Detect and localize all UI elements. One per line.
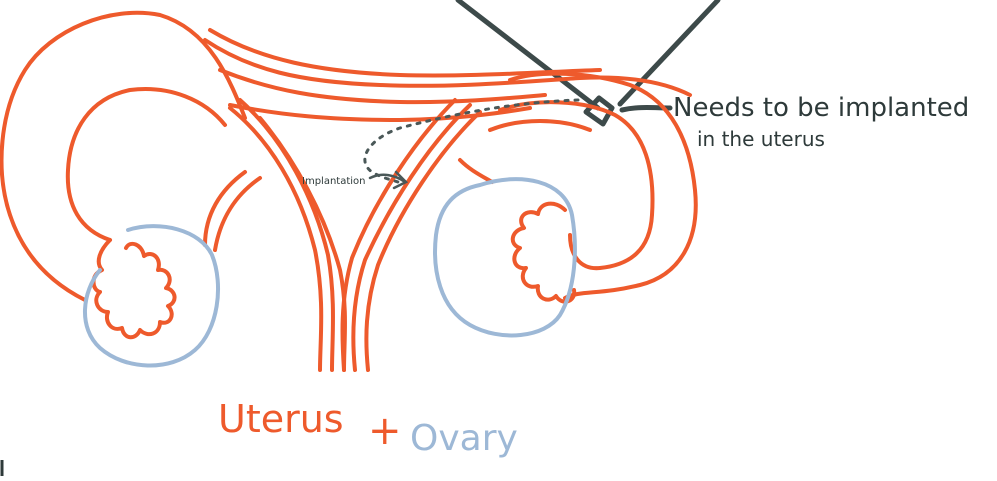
implantation-label: Implantation — [302, 176, 366, 187]
uterus — [2, 13, 696, 370]
left-tube-inner — [68, 89, 225, 240]
left-ligament — [215, 178, 260, 250]
uterus-left-wall-inner — [240, 100, 333, 370]
caption-ovary: Ovary — [410, 418, 518, 459]
left-tube-band-4 — [230, 105, 530, 120]
left-ligament-2 — [205, 172, 245, 245]
uterus-left-wall-outer — [230, 108, 321, 370]
right-ligament — [460, 160, 492, 182]
right-tube-3 — [490, 121, 590, 130]
right-fimbriae — [513, 204, 574, 302]
pipette-left-edge — [458, 0, 598, 108]
caption-plus: + — [368, 408, 402, 454]
needs-implant-label-line2: in the uterus — [697, 127, 825, 151]
caption-uterus: Uterus — [218, 397, 344, 441]
needs-implant-label-line1: Needs to be implanted — [673, 93, 969, 123]
left-fimbriae — [94, 240, 175, 337]
uterus-right-wall-outer — [366, 112, 480, 370]
left-tube-outer — [2, 13, 245, 300]
